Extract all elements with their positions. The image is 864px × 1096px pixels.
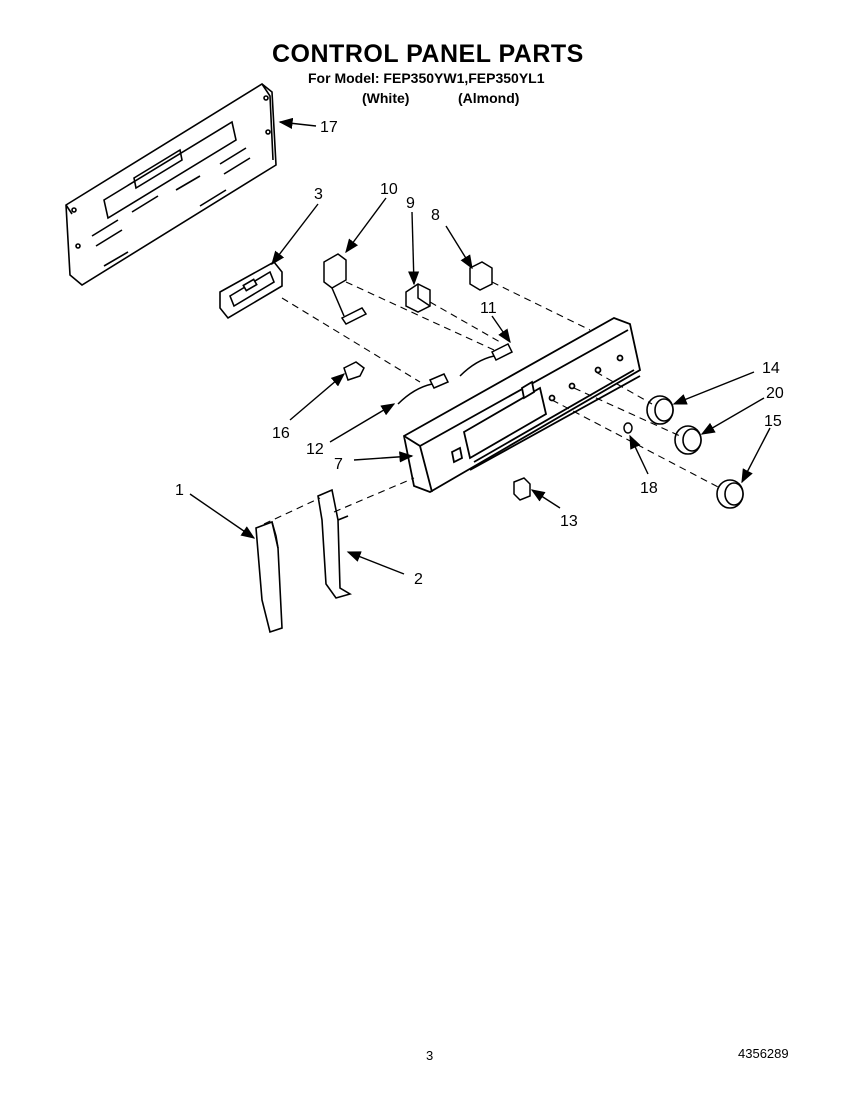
callout-leaders [189,117,771,575]
callout-11: 11 [480,300,497,317]
assembly-guide-lines [263,281,721,525]
callout-18: 18 [640,480,658,497]
part-3-clock-display [219,260,283,320]
part-1-end-bracket [255,520,283,634]
variant-almond: (Almond) [458,90,520,106]
part-10-switch [323,253,368,325]
callout-17: 17 [320,119,338,136]
callout-7: 7 [334,456,343,473]
part-13-bracket [513,477,531,501]
document-number: 4356289 [738,1046,789,1061]
callout-14: 14 [762,360,780,377]
page-title: CONTROL PANEL PARTS [272,40,584,68]
page-number: 3 [426,1048,434,1063]
part-7-control-panel [402,317,642,493]
callout-9: 9 [406,195,415,212]
callout-16: 16 [272,425,290,442]
part-12-wire-harness [397,373,450,405]
callout-15: 15 [764,413,782,430]
part-16-clip [343,361,365,381]
model-line: For Model: FEP350YW1,FEP350YL1 [308,70,545,86]
callout-12: 12 [306,441,324,458]
callout-labels: 17 3 10 9 8 11 14 20 15 16 12 7 18 13 1 … [175,119,784,588]
callout-2: 2 [414,571,423,588]
callout-10: 10 [380,181,398,198]
part-20-knob [674,425,702,455]
part-15-knob [716,479,744,509]
part-17-rear-panel [65,83,277,286]
part-2-end-bracket [317,488,352,599]
callout-8: 8 [431,207,440,224]
part-8-switch [469,261,493,291]
part-18-pin [623,422,633,434]
callout-20: 20 [766,385,784,402]
callout-1: 1 [175,482,184,499]
callout-13: 13 [560,513,578,530]
callout-3: 3 [314,186,323,203]
part-14-knob [646,395,674,425]
variant-white: (White) [362,90,410,106]
part-11-connector [459,342,514,377]
part-9-switch [405,283,431,313]
